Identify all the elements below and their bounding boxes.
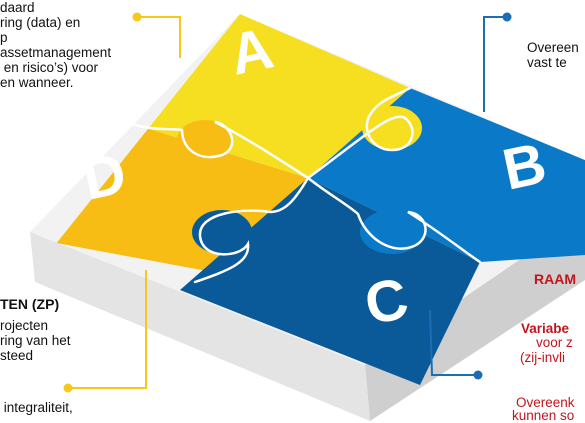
connector-b-dot (502, 12, 512, 22)
text-d-heading: TEN (ZP) (0, 296, 60, 312)
seam-a-b (306, 86, 414, 180)
text-a-line-2: ring (data) en (0, 15, 81, 30)
seam-a-d (118, 118, 310, 180)
text-a-line-1: daard (0, 0, 35, 15)
text-d-line-1: rojecten (0, 318, 49, 333)
seam-d-c (193, 176, 310, 284)
text-c-line-4: Overeenk (516, 395, 575, 410)
text-c-line-3: (zij-invli (520, 350, 565, 365)
text-c-line-5: kunnen so (512, 408, 575, 423)
text-a-line-3: p (0, 30, 8, 45)
text-d-line-4: integraliteit, (0, 400, 73, 415)
connector-d-dot (63, 383, 73, 393)
seam-b-c (306, 176, 482, 264)
connector-d (70, 270, 147, 389)
knob-a-to-b (362, 106, 422, 150)
knob-b-to-c (360, 210, 424, 254)
connector-c (429, 309, 478, 376)
text-d-line-3: steed (0, 348, 34, 363)
text-a-line-6: en wanneer. (0, 75, 74, 90)
text-d-line-2: ring van het (0, 333, 71, 348)
text-c-line-2: voor z (536, 335, 573, 350)
connector-c-dot (473, 370, 483, 380)
text-c-heading: RAAM (534, 271, 576, 287)
text-b-line-1: Overeen (527, 40, 579, 55)
base-left-side (30, 232, 370, 421)
text-a-line-5: en risico’s) voor (0, 60, 99, 75)
text-c-line-1: Variabe (521, 321, 570, 336)
connector-a-dot (132, 12, 142, 22)
connector-b (483, 16, 507, 112)
connector-a (138, 16, 181, 58)
text-a-line-4: assetmanagement (0, 45, 112, 60)
text-b-line-2: vast te (527, 55, 567, 70)
